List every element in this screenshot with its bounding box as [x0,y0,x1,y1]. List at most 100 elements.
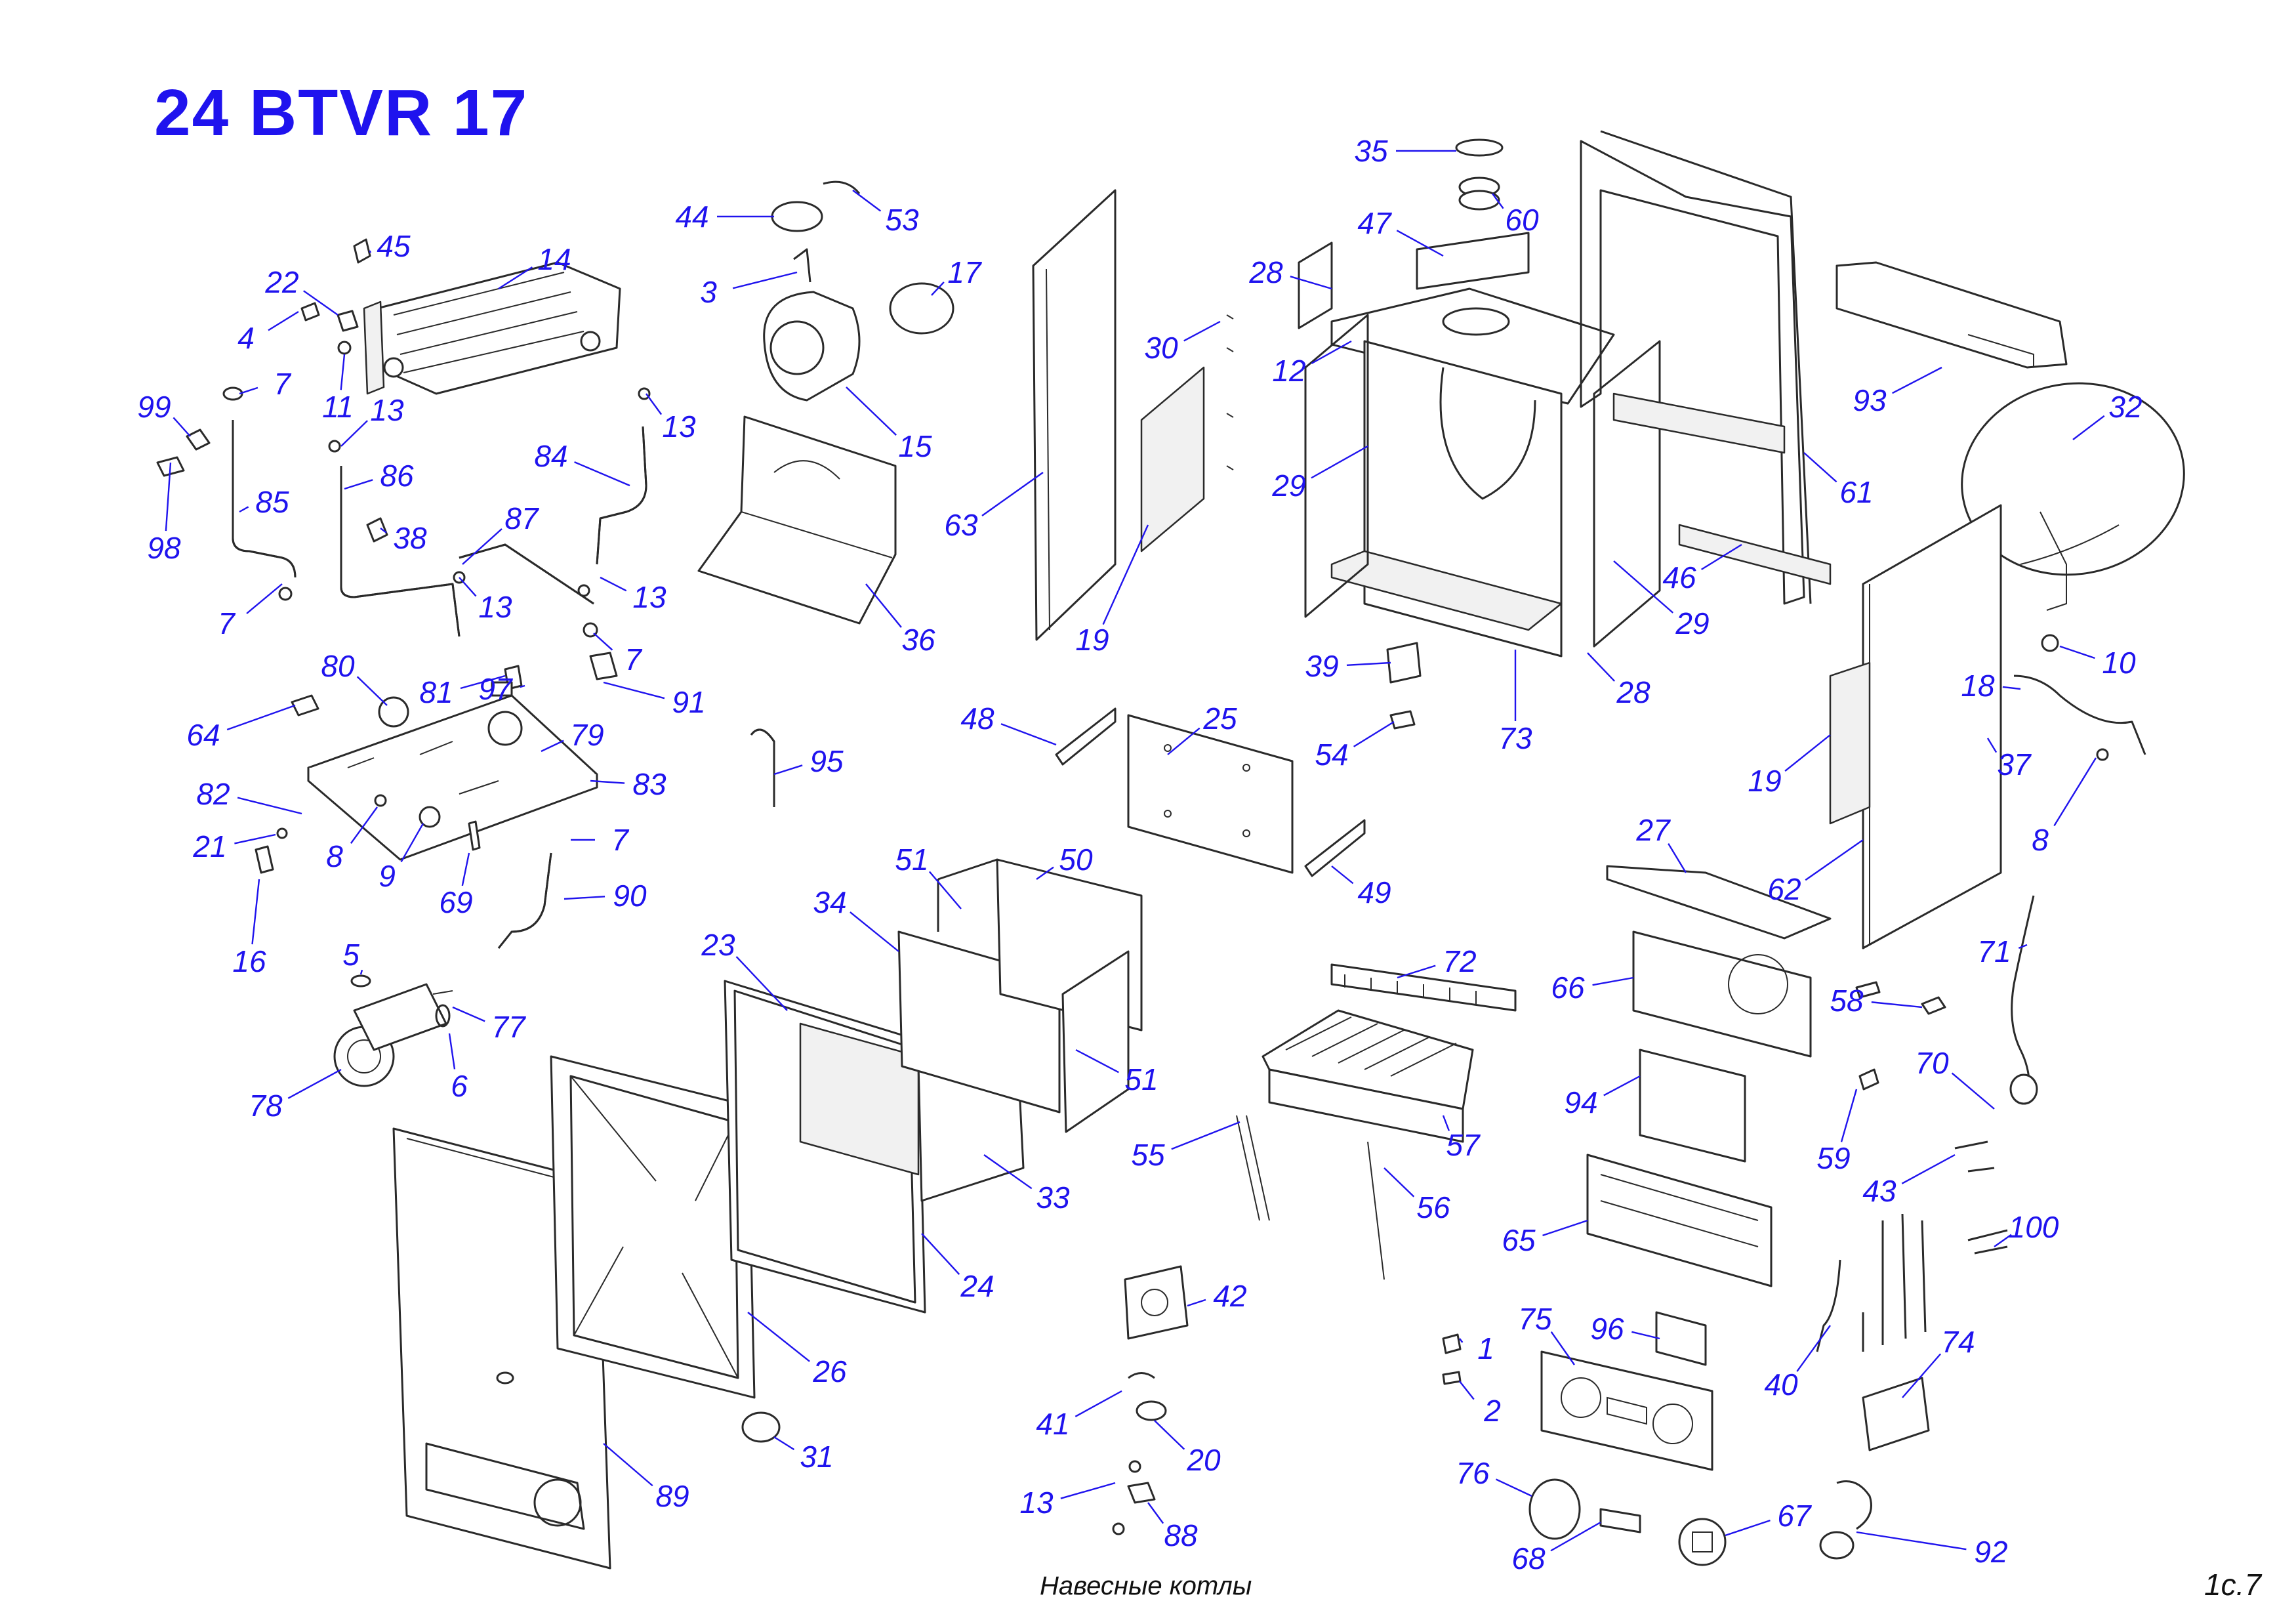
leader-line-p12 [1311,340,1352,364]
leader-line-p51b [1075,1049,1119,1073]
leader-line-p29b [1613,560,1673,614]
part-label-p6: 6 [451,1069,468,1103]
leader-line-p7c [593,633,613,651]
part-label-p43: 43 [1862,1174,1896,1208]
leader-line-p65 [1542,1219,1588,1236]
part-label-p61: 61 [1839,475,1873,509]
part-label-p1: 1 [1477,1331,1494,1365]
part-label-p19a: 19 [1075,623,1109,657]
part-label-p64: 64 [186,718,220,752]
upper-right-parts [1835,261,2185,761]
leader-line-p48 [1000,723,1057,746]
part-label-p3: 3 [700,275,717,309]
part-label-p29b: 29 [1675,606,1709,640]
fan-assembly [763,180,954,402]
part-label-p7d: 7 [611,823,629,857]
leader-line-p63 [981,472,1044,516]
part-label-p7c: 7 [625,642,642,677]
part-label-p28a: 28 [1248,255,1283,289]
part-label-p96: 96 [1590,1312,1624,1346]
part-label-p90: 90 [613,879,647,913]
combustion-box-frame [724,980,1025,1314]
leader-line-p46 [1700,543,1742,570]
leader-line-p30 [1183,320,1221,342]
leader-line-p75 [1550,1331,1575,1365]
part-label-p59: 59 [1816,1141,1850,1175]
part-label-p12: 12 [1272,354,1305,388]
part-label-p51a: 51 [895,843,928,877]
part-label-p19b: 19 [1748,764,1781,798]
leader-line-p3 [732,271,798,289]
part-label-p40: 40 [1764,1367,1798,1402]
leader-line-p76 [1495,1478,1532,1497]
leader-line-p9 [400,823,424,863]
leader-line-p28b [1587,652,1616,682]
part-label-p38: 38 [393,521,427,555]
leader-line-p54 [1353,720,1395,747]
part-label-p47: 47 [1357,206,1392,240]
part-label-p14: 14 [537,242,571,276]
leader-line-p27 [1668,843,1687,873]
heat-shield [1606,865,1832,940]
leader-line-p37 [1986,738,1998,753]
leader-line-p32 [2072,415,2105,440]
leader-line-p42 [1187,1299,1206,1307]
leader-line-p90 [564,896,605,900]
leader-line-p80 [356,676,388,706]
part-label-p89: 89 [655,1479,689,1513]
part-label-p100: 100 [2009,1210,2059,1244]
leader-line-p8a [2053,757,2097,827]
part-label-p57: 57 [1446,1128,1481,1162]
leader-line-p72 [1397,965,1436,979]
leader-line-p19a [1102,524,1149,625]
part-label-p93: 93 [1853,383,1887,417]
leader-line-p94 [1603,1075,1641,1096]
leader-line-p99 [173,417,191,437]
wiring-and-sensors [1816,895,2038,1560]
part-label-p35: 35 [1354,134,1388,168]
leader-line-p39 [1346,661,1391,666]
part-label-p24: 24 [960,1269,994,1303]
part-label-p80: 80 [321,649,355,683]
leader-line-p66 [1592,976,1634,986]
part-label-p66: 66 [1551,970,1585,1005]
leader-line-p41 [1075,1390,1122,1417]
part-label-p53: 53 [885,203,919,237]
leader-line-p93 [1892,366,1942,394]
part-label-p27: 27 [1635,813,1671,847]
leader-line-p68 [1550,1521,1601,1552]
leader-line-p82 [237,797,302,815]
pipe-group [232,387,651,638]
leader-line-p50 [1036,866,1054,880]
part-label-p60: 60 [1505,203,1539,237]
part-label-p84: 84 [534,439,567,473]
side-panel-right [1829,504,2002,949]
leader-line-p98 [165,462,172,531]
leader-line-p87 [462,528,502,565]
hydraulic-group [255,652,775,949]
part-label-p25: 25 [1202,701,1237,736]
leader-line-p84 [574,461,630,487]
part-label-p49: 49 [1357,875,1391,909]
part-label-p42: 42 [1213,1279,1246,1313]
part-label-p13a: 13 [370,393,404,427]
part-label-p83: 83 [632,767,666,801]
control-box [1586,930,1812,1287]
leader-line-p28a [1290,276,1332,290]
leader-line-p5 [359,969,363,975]
part-label-p29a: 29 [1271,468,1305,503]
part-label-p46: 46 [1662,560,1696,594]
part-label-p65: 65 [1502,1223,1536,1257]
part-label-p86: 86 [380,459,414,493]
leader-line-p97 [520,684,525,688]
leader-line-p58 [1871,1001,1923,1009]
part-label-p92: 92 [1974,1535,2007,1569]
part-label-p26: 26 [812,1354,847,1388]
leader-line-p8b [350,806,378,844]
combustion-chamber [1298,232,1661,657]
leader-line-p17 [931,281,945,296]
leader-line-p67 [1725,1520,1771,1537]
part-label-p30: 30 [1144,331,1178,365]
part-label-p58: 58 [1830,984,1864,1018]
part-label-p4: 4 [237,321,255,355]
